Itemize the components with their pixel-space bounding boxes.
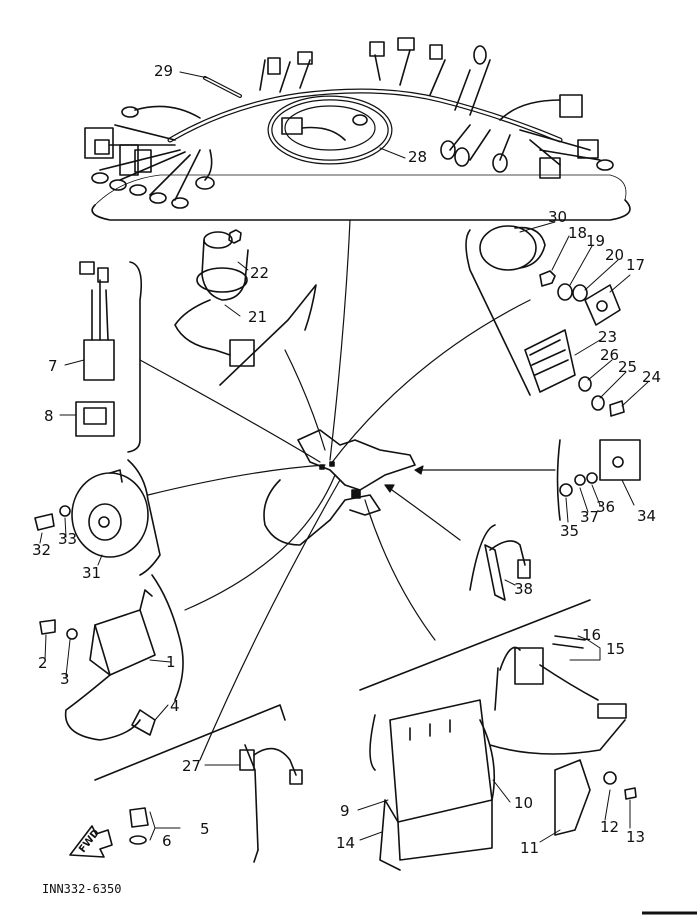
- callout-37: 37: [580, 508, 599, 526]
- callout-16: 16: [582, 626, 601, 644]
- callout-12: 12: [600, 818, 619, 836]
- callout-5: 5: [200, 820, 210, 838]
- callout-21: 21: [248, 308, 267, 326]
- callout-15: 15: [606, 640, 625, 658]
- callout-7: 7: [48, 357, 58, 375]
- cdi-unit-drawing: [556, 439, 641, 521]
- fuse-holder-drawing: [494, 635, 627, 719]
- callout-14: 14: [336, 834, 355, 852]
- ignition-switch-drawing: [174, 229, 317, 386]
- callout-13: 13: [626, 828, 645, 846]
- callout-8: 8: [44, 407, 54, 425]
- frame-silhouette: [263, 429, 416, 546]
- callout-28: 28: [408, 148, 427, 166]
- callout-29: 29: [154, 62, 173, 80]
- callout-17: 17: [626, 256, 645, 274]
- relay-drawing: [75, 261, 143, 453]
- connection-leaders: [139, 219, 556, 761]
- callout-19: 19: [586, 232, 605, 250]
- callout-24: 24: [642, 368, 661, 386]
- callout-33: 33: [58, 530, 77, 548]
- callout-11: 11: [520, 839, 539, 857]
- callout-26: 26: [600, 346, 619, 364]
- callout-23: 23: [598, 328, 617, 346]
- thermo-unit-drawing: [469, 524, 531, 601]
- callout-2: 2: [38, 654, 48, 672]
- callout-25: 25: [618, 358, 637, 376]
- callout-32: 32: [32, 541, 51, 559]
- callout-35: 35: [560, 522, 579, 540]
- callout-18: 18: [568, 224, 587, 242]
- battery-drawing: [359, 599, 637, 871]
- callout-38: 38: [514, 580, 533, 598]
- callout-31: 31: [82, 564, 101, 582]
- ignition-coil-drawing: [39, 574, 184, 741]
- wire-harness-drawing: [84, 37, 631, 221]
- drawing-code: INN332-6350: [42, 882, 121, 896]
- callout-1: 1: [166, 653, 176, 671]
- callout-36: 36: [596, 498, 615, 516]
- regulator-drawing: [465, 225, 625, 417]
- horn-drawing: [34, 459, 161, 576]
- fwd-arrow-icon: [69, 825, 113, 858]
- callout-20: 20: [605, 246, 624, 264]
- callout-22: 22: [250, 264, 269, 282]
- callout-10: 10: [514, 794, 533, 812]
- callout-4: 4: [170, 697, 180, 715]
- callout-3: 3: [60, 670, 70, 688]
- callout-27: 27: [182, 757, 201, 775]
- callout-9: 9: [340, 802, 350, 820]
- callout-leaders: [39, 71, 649, 843]
- callout-6: 6: [162, 832, 172, 850]
- callout-34: 34: [637, 507, 656, 525]
- callout-30: 30: [548, 208, 567, 226]
- neutral-switch-drawing: [94, 704, 303, 863]
